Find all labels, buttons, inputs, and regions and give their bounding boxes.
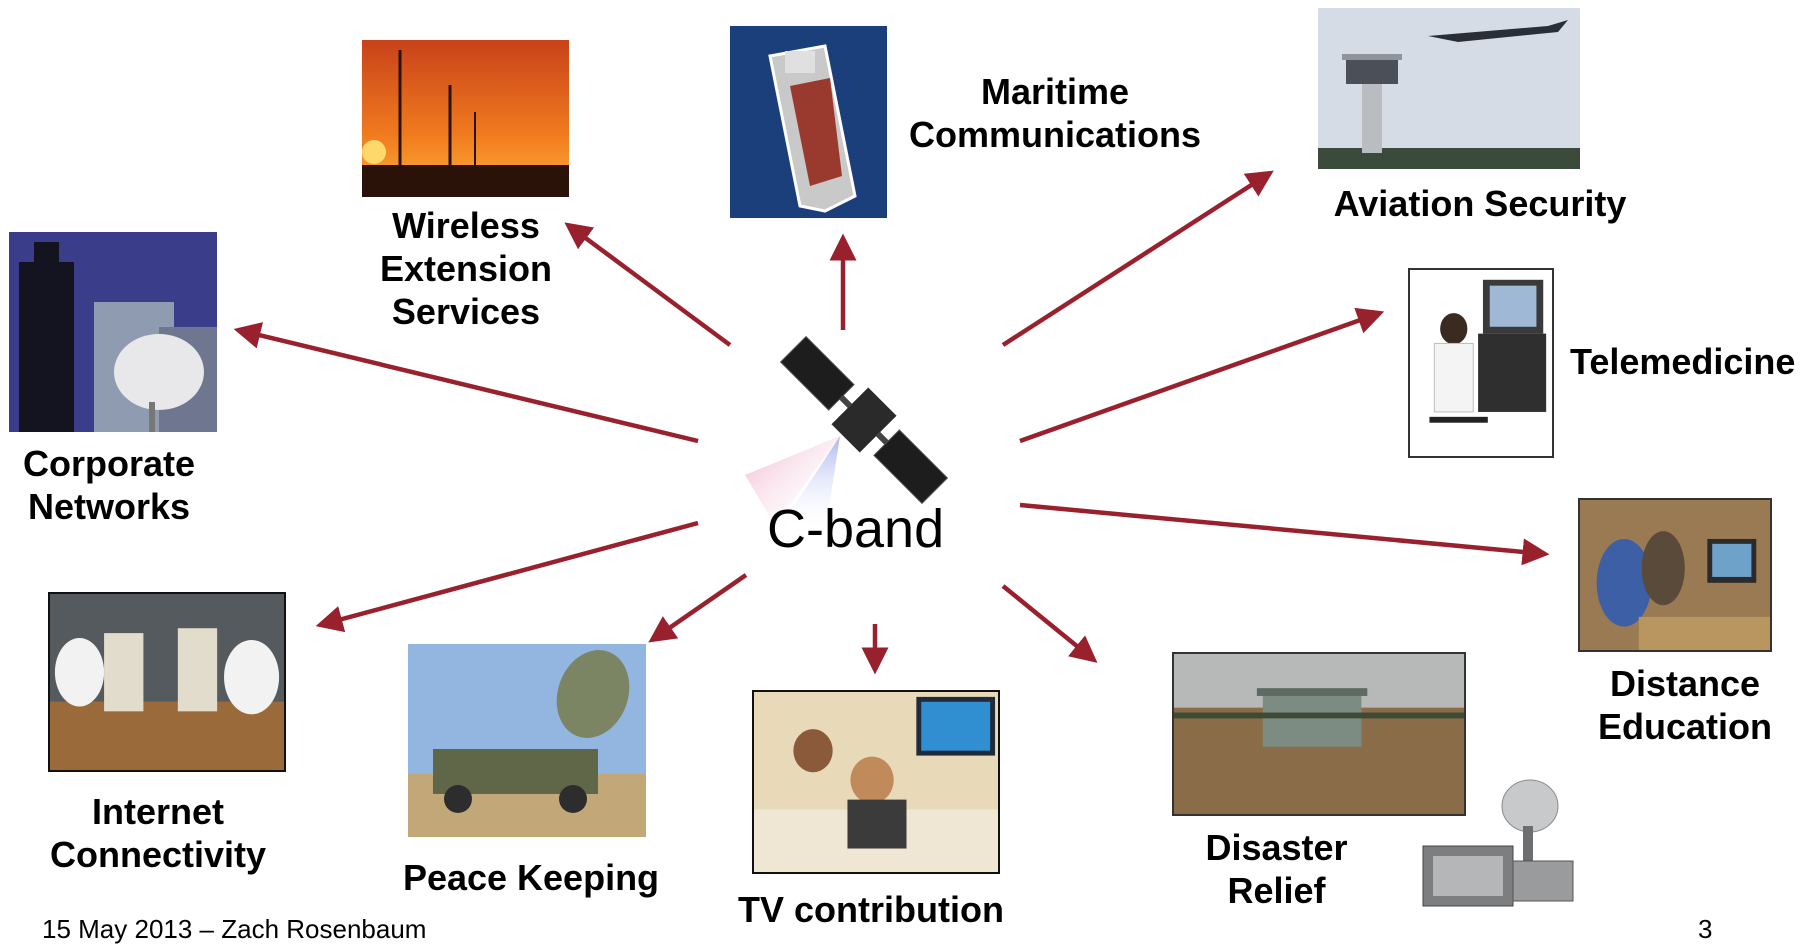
slide: C-band Corporate Networks: [9, 8, 1796, 944]
peace-keeping-label: Peace Keeping: [402, 857, 660, 898]
wireless-extension-label: Wireless Extension Services: [379, 205, 553, 332]
wireless-extension-photo: [362, 40, 569, 197]
portable-satellite-terminal-photo: [1418, 776, 1578, 921]
page-number: 3: [1698, 914, 1713, 944]
peace-keeping-photo: [408, 644, 646, 837]
arrows-layer: [233, 170, 1550, 675]
footer-text: 15 May 2013 – Zach Rosenbaum: [42, 914, 427, 944]
aviation-security-label: Aviation Security: [1333, 183, 1627, 224]
arrow-internet-connectivity: [315, 520, 699, 633]
maritime-label: Maritime Communications: [908, 71, 1202, 155]
distance-education-photo: [1578, 498, 1772, 652]
arrow-telemedicine: [1019, 307, 1385, 444]
arrow-wireless-extension: [564, 222, 732, 347]
disaster-relief-photo: [1172, 652, 1466, 816]
maritime-photo: [730, 26, 887, 218]
telemedicine-label: Telemedicine: [1570, 341, 1796, 382]
aviation-security-photo: [1318, 8, 1580, 169]
distance-education-label: Distance Education: [1597, 663, 1772, 747]
disaster-relief-label: Disaster Relief: [1205, 827, 1348, 911]
internet-connectivity-photo: [48, 592, 286, 772]
corporate-networks-label: Corporate Networks: [22, 443, 196, 527]
arrow-corporate-networks: [233, 322, 699, 444]
telemedicine-photo: [1408, 268, 1554, 458]
c-band-label: C-band: [767, 499, 945, 559]
corporate-networks-photo: [9, 232, 217, 432]
tv-contribution-photo: [752, 690, 1000, 874]
satellite-icon: [745, 335, 949, 532]
internet-connectivity-label: Internet Connectivity: [49, 791, 267, 875]
arrow-peace-keeping: [648, 573, 748, 643]
arrow-aviation-security: [1001, 170, 1274, 347]
tv-contribution-label: TV contribution: [738, 889, 1004, 930]
arrow-distance-education: [1019, 502, 1550, 566]
arrow-disaster-relief: [1001, 584, 1098, 663]
